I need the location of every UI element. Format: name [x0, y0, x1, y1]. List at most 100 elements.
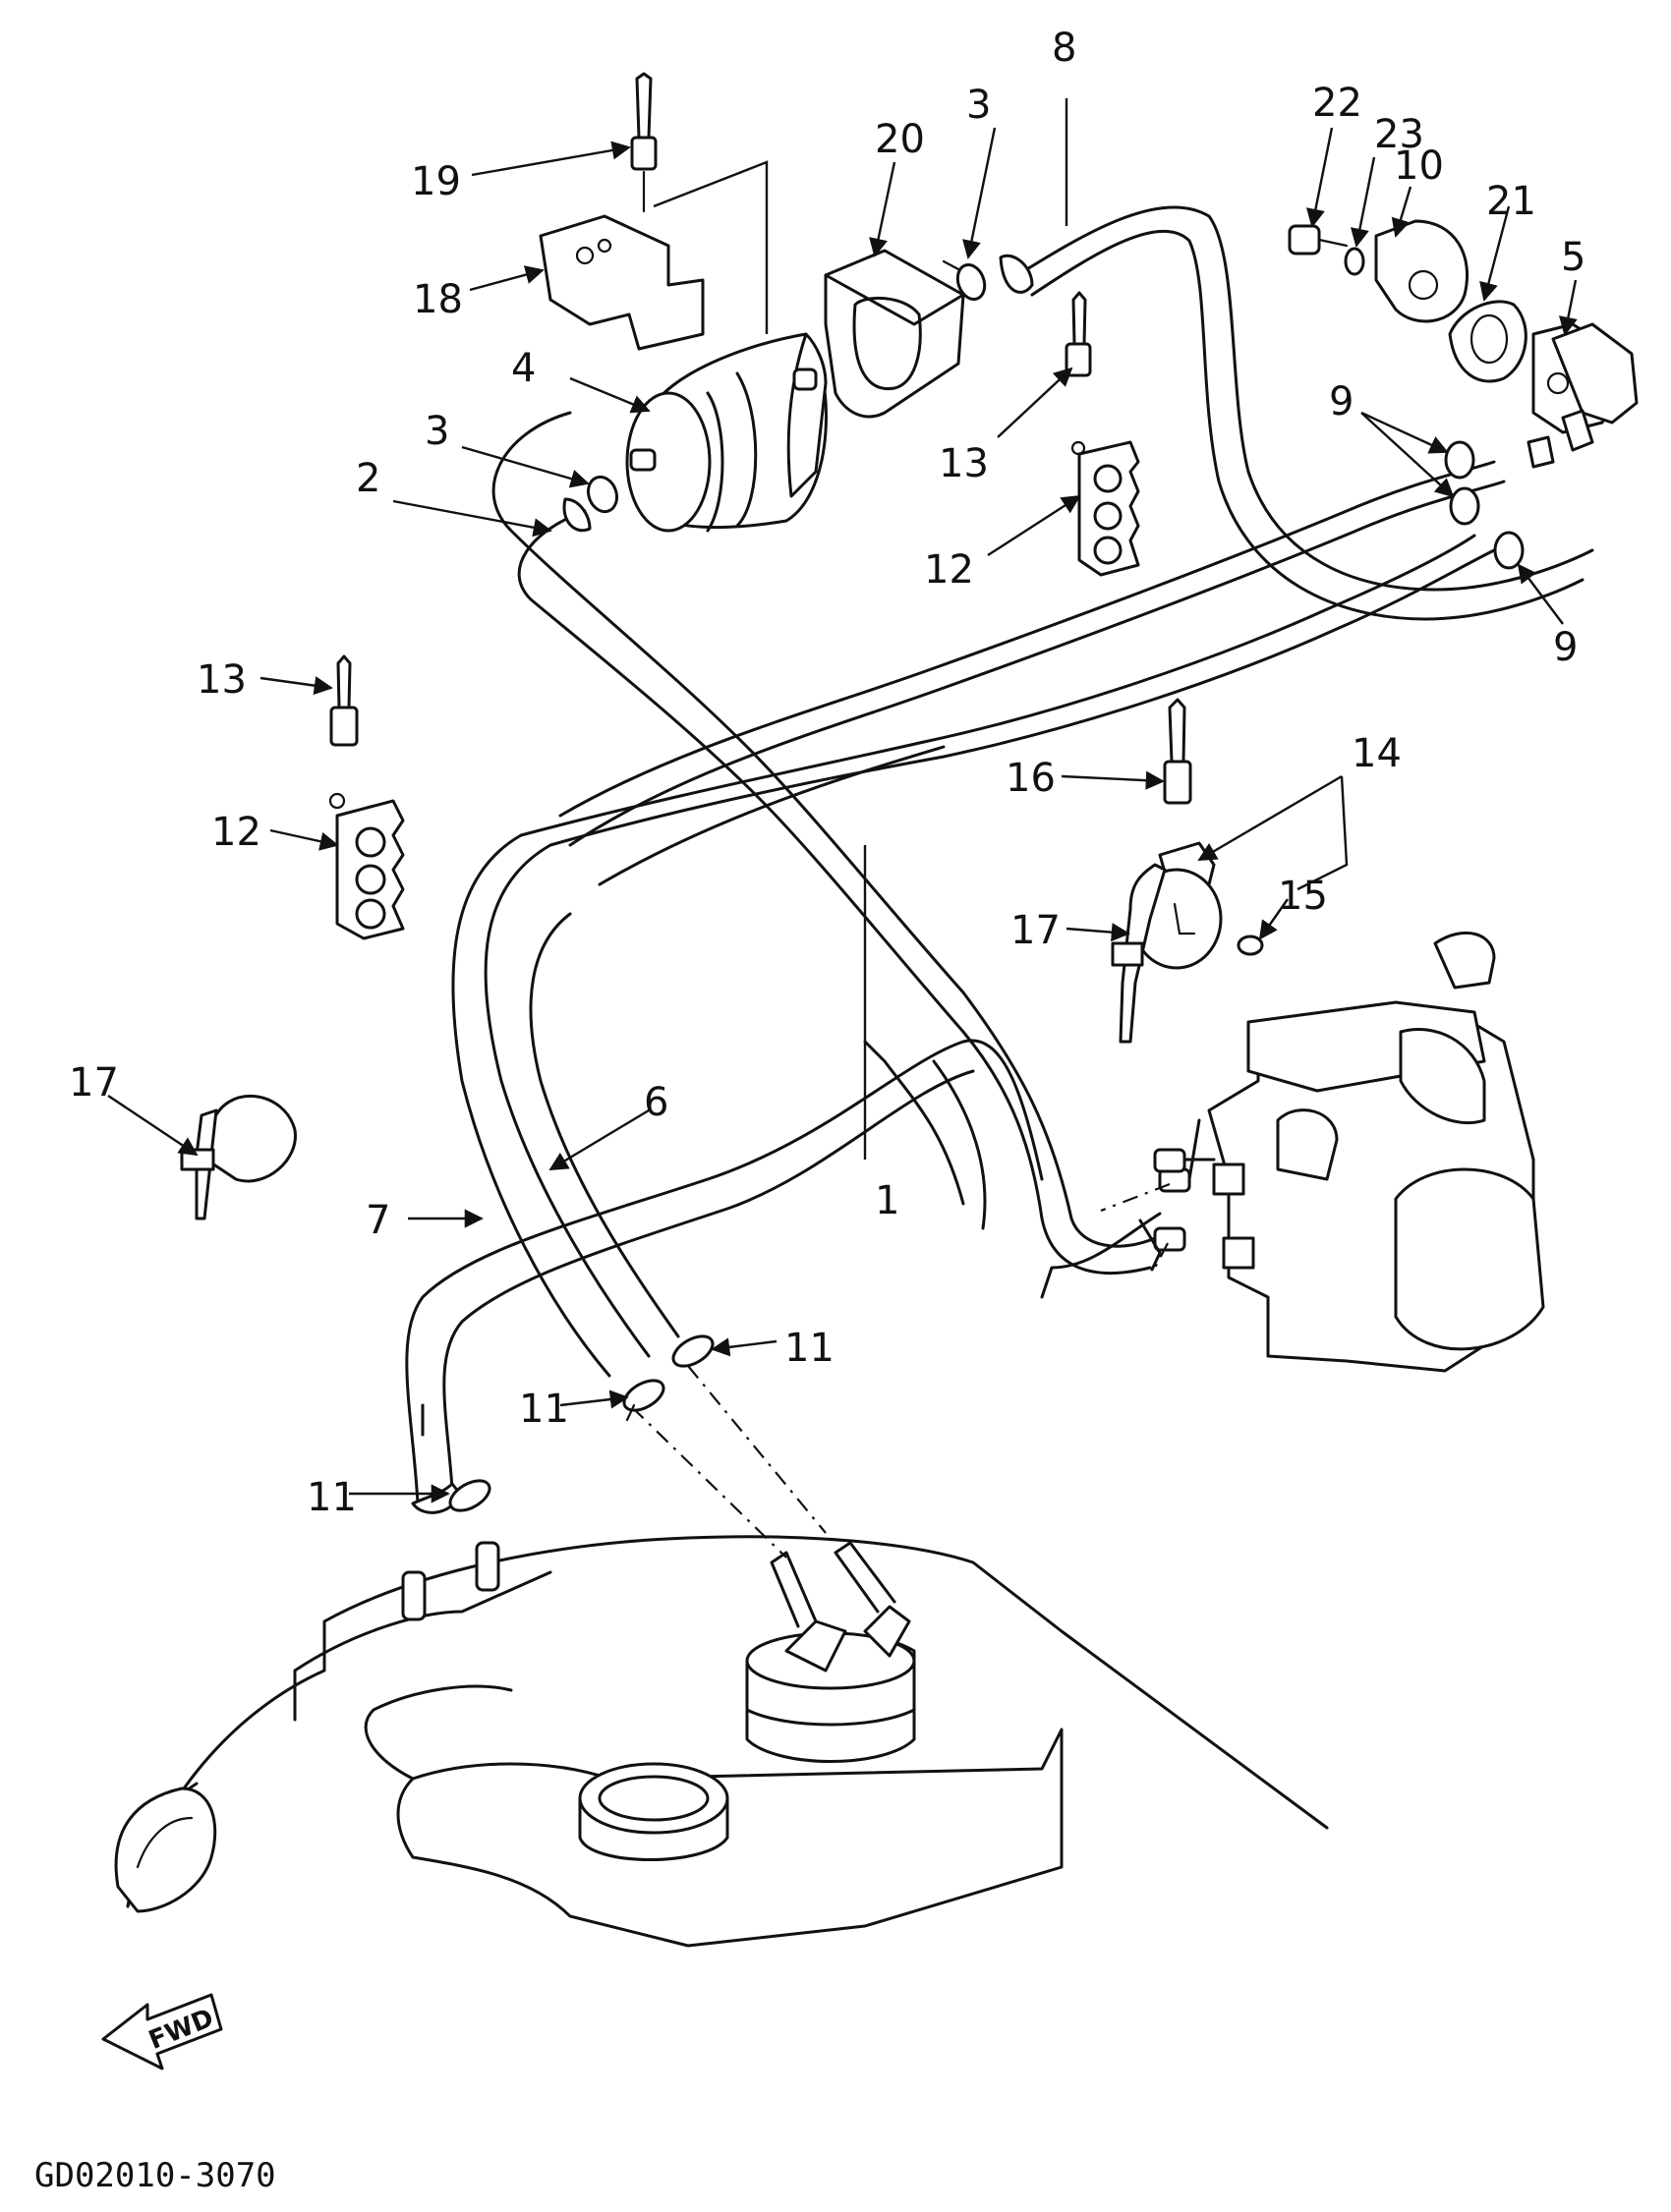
- callout-11a: 11: [784, 1326, 835, 1371]
- callout-1: 1: [875, 1178, 899, 1223]
- leader-16: [1061, 770, 1165, 790]
- callout-22: 22: [1312, 81, 1362, 126]
- leader-12b: [269, 828, 339, 851]
- washer-15: [1237, 935, 1264, 956]
- leader-9a2: [1360, 412, 1455, 498]
- clamp-block-12-left: [328, 792, 405, 940]
- leader-11a: [711, 1337, 778, 1357]
- clamp-9b: [1449, 486, 1480, 526]
- callout-23: 23: [1374, 112, 1424, 157]
- leader-17a: [1066, 923, 1130, 942]
- callout-5: 5: [1561, 235, 1585, 280]
- callout-19: 19: [411, 159, 461, 204]
- clamp-3a: [942, 259, 987, 301]
- leader-9a: [1360, 411, 1449, 454]
- hose-2: [491, 411, 1162, 1276]
- washer-23: [1344, 247, 1365, 276]
- callout-15: 15: [1278, 874, 1328, 919]
- cover-10: [1374, 219, 1469, 323]
- callout-8: 8: [1052, 26, 1076, 71]
- fuel-cock-5: [1527, 322, 1639, 469]
- cable-tie-17-right: [1111, 863, 1167, 1044]
- callout-9a: 9: [1329, 379, 1354, 425]
- leader-5: [1558, 279, 1578, 336]
- leader-21: [1479, 205, 1511, 302]
- carburetor: [1158, 931, 1545, 1373]
- clamp-9a: [1444, 440, 1475, 480]
- leader-20: [869, 161, 896, 257]
- callout-11c: 11: [307, 1475, 357, 1520]
- bracket-18: [539, 160, 769, 351]
- rivet-19: [630, 72, 658, 213]
- callout-12a: 12: [924, 547, 974, 593]
- leader-3b: [461, 445, 590, 488]
- clamp-11a: [671, 1334, 715, 1368]
- rivet-13-upper: [1065, 291, 1092, 377]
- hose-main-to-pump: [558, 460, 1506, 886]
- callout-9b: 9: [1553, 625, 1578, 670]
- callout-2: 2: [356, 456, 380, 501]
- filter-holder-20: [824, 249, 965, 419]
- leader-17b: [107, 1095, 199, 1157]
- centerline-carb-b: [1154, 1242, 1169, 1269]
- callout-21: 21: [1486, 179, 1536, 224]
- clamp-block-12-upper: [1070, 440, 1140, 577]
- filler-neck: [578, 1762, 729, 1861]
- hose-1: [863, 1040, 1162, 1299]
- fuel-filter: [625, 332, 828, 533]
- fuel-tank: [126, 1535, 1329, 1948]
- centerline-carb-a: [1100, 1182, 1171, 1213]
- leader-15: [1258, 898, 1289, 940]
- leader-23: [1350, 156, 1376, 248]
- leader-13a: [997, 367, 1073, 438]
- callout-4: 4: [511, 346, 536, 391]
- leader-lines: [107, 98, 1578, 1503]
- hose-8: [999, 205, 1594, 621]
- clamp-9c: [1493, 531, 1525, 570]
- leader-13b: [259, 676, 333, 696]
- tank-cap: [114, 1787, 217, 1913]
- hose-7: [405, 1039, 1044, 1514]
- callout-11b: 11: [519, 1387, 569, 1432]
- tank-vent-nipples: [401, 1541, 500, 1621]
- callout-13b: 13: [197, 657, 247, 703]
- leader-22: [1305, 127, 1334, 228]
- diagram-code: GD02010-3070: [34, 2156, 276, 2195]
- leader-3a: [962, 127, 997, 259]
- callout-20: 20: [875, 117, 925, 162]
- callout-3a: 3: [966, 83, 991, 128]
- leader-11b: [559, 1390, 629, 1409]
- leader-18: [469, 265, 545, 292]
- leader-2: [392, 499, 552, 538]
- leader-12a: [987, 494, 1081, 557]
- clamp-11c: [448, 1479, 491, 1512]
- leader-14b: [1296, 775, 1349, 891]
- callout-17a: 17: [1010, 908, 1061, 953]
- carb-fittings: [1153, 1148, 1191, 1252]
- callout-14: 14: [1352, 731, 1402, 776]
- leader-19: [471, 141, 631, 177]
- callout-16: 16: [1006, 756, 1056, 801]
- leader-4: [569, 376, 651, 414]
- callout-6: 6: [644, 1080, 668, 1125]
- cable-tie-17-left: [180, 1094, 297, 1220]
- centerline-tank-b: [687, 1365, 827, 1534]
- fwd-arrow: FWD: [101, 1993, 223, 2070]
- fuel-sender-unit: [421, 1403, 916, 1763]
- rivet-13-left: [329, 654, 359, 747]
- callout-17b: 17: [69, 1060, 119, 1106]
- callout-12b: 12: [211, 810, 261, 855]
- callout-18: 18: [413, 277, 463, 322]
- leader-10: [1391, 186, 1412, 238]
- callout-3b: 3: [425, 409, 449, 454]
- hose-6-7-vent: [451, 534, 1496, 1378]
- leader-6: [548, 1108, 650, 1171]
- leader-14: [1197, 774, 1343, 862]
- callout-7: 7: [366, 1198, 390, 1243]
- leader-9b: [1517, 563, 1564, 625]
- nut-21: [1448, 300, 1527, 383]
- callout-labels: 1 2 3 3 4 5 6 7 8 9 9 10 11 11 11 12 12 …: [69, 26, 1585, 1520]
- rivet-16: [1163, 698, 1192, 805]
- callout-10: 10: [1394, 143, 1444, 189]
